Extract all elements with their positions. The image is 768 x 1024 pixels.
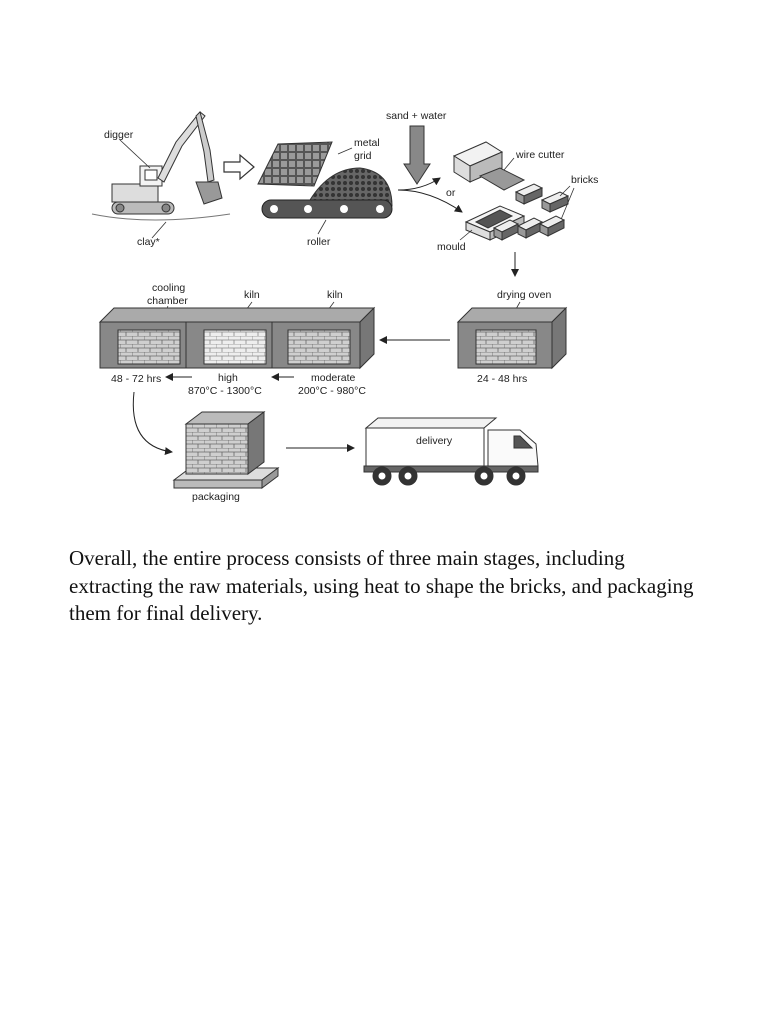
delivery-truck xyxy=(364,418,538,485)
roller-label: roller xyxy=(307,236,331,248)
drying-oven-box xyxy=(458,308,566,368)
digger-illustration xyxy=(112,112,222,214)
cooling-label: cooling xyxy=(152,282,185,294)
bricks-label: bricks xyxy=(571,174,598,186)
kiln-tunnel xyxy=(100,308,374,368)
kiln-2-label: kiln xyxy=(327,289,343,301)
delivery-label: delivery xyxy=(416,435,453,447)
sand-water-arrow xyxy=(404,126,430,184)
drying-oven-label: drying oven xyxy=(497,289,551,301)
metal-label: metal xyxy=(354,137,380,149)
or-label: or xyxy=(446,187,456,199)
packaging-pallet xyxy=(174,412,278,488)
digger-label: digger xyxy=(104,129,134,141)
kiln-1-label: kiln xyxy=(244,289,260,301)
high-temp-label: 870°C - 1300°C xyxy=(188,385,262,397)
clay-label: clay* xyxy=(137,236,160,248)
summary-paragraph: Overall, the entire process consists of … xyxy=(69,545,709,628)
outline-arrow xyxy=(224,155,254,179)
moderate-label: moderate xyxy=(311,372,356,384)
grid-label: grid xyxy=(354,150,372,162)
high-label: high xyxy=(218,372,238,384)
mould-label: mould xyxy=(437,241,466,253)
sand-water-label: sand + water xyxy=(386,110,447,122)
wire-cutter-label: wire cutter xyxy=(515,149,565,161)
chamber-label: chamber xyxy=(147,295,188,307)
roller-conveyor xyxy=(258,142,392,218)
packaging-label: packaging xyxy=(192,491,240,503)
cooling-time-label: 48 - 72 hrs xyxy=(111,373,161,385)
drying-time-label: 24 - 48 hrs xyxy=(477,373,527,385)
brick-manufacturing-diagram: digger clay* metal grid roller sand + wa… xyxy=(0,0,768,540)
moderate-temp-label: 200°C - 980°C xyxy=(298,385,366,397)
